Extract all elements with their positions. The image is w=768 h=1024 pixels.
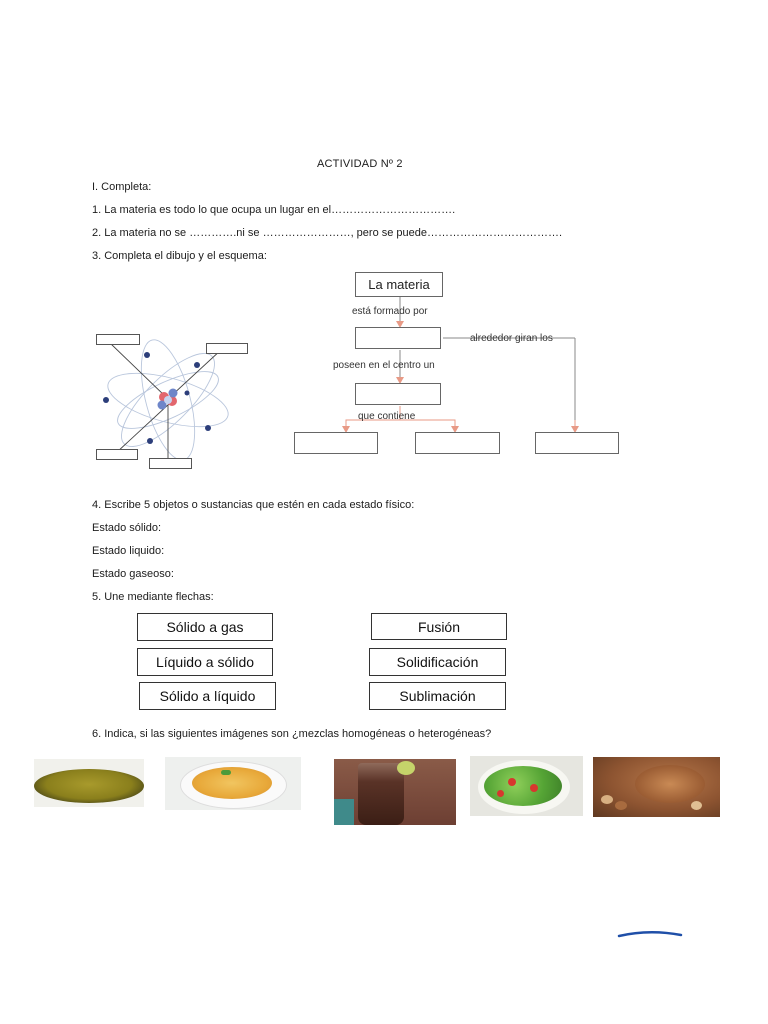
state-liquid-label: Estado liquido: [92,545,165,557]
electrons [103,352,211,444]
scheme-blank-box[interactable] [355,327,441,349]
salad-photo [470,756,583,816]
label-pointer-line [109,342,167,398]
state-solid-label: Estado sólido: [92,522,162,534]
match-left-item[interactable]: Líquido a sólido [137,648,273,676]
noodle-soup-photo [165,757,301,810]
atom-label-box-top-right[interactable] [206,343,248,354]
soup-photo [34,759,144,807]
activity-title: ACTIVIDAD Nº 2 [317,158,403,170]
atom-label-box-top-left[interactable] [96,334,140,345]
scheme-label-contains: que contiene [358,411,416,422]
nucleus [157,388,178,410]
section-heading: I. Completa: [92,181,152,193]
atom-label-box-bottom[interactable] [149,458,192,469]
nuts-photo [593,757,720,817]
state-gas-label: Estado gaseoso: [92,568,174,580]
chocolate-drink-photo [334,759,456,825]
question-3: 3. Completa el dibujo y el esquema: [92,250,267,262]
scheme-label-center: poseen en el centro un [333,360,435,371]
question-5: 5. Une mediante flechas: [92,591,214,603]
atom-label-box-bottom-left[interactable] [96,449,138,460]
scheme-blank-box[interactable] [415,432,500,454]
scheme-label-formed: está formado por [352,306,428,317]
match-right-item[interactable]: Fusión [371,613,507,640]
question-6: 6. Indica, si las siguientes imágenes so… [92,728,492,740]
scheme-blank-box[interactable] [294,432,378,454]
scheme-blank-box[interactable] [535,432,619,454]
match-left-item[interactable]: Sólido a gas [137,613,273,641]
scheme-connectors [342,296,579,433]
match-right-item[interactable]: Sublimación [369,682,506,710]
scheme-root-box: La materia [355,272,443,297]
pen-mark [617,931,683,938]
atom-illustration [103,339,229,463]
match-right-item[interactable]: Solidificación [369,648,506,676]
question-2: 2. La materia no se ………….ni se ……………………,… [92,227,563,239]
match-left-item[interactable]: Sólido a líquido [139,682,276,710]
label-pointer-line [169,348,223,398]
scheme-blank-box[interactable] [355,383,441,405]
label-pointer-line [115,402,171,454]
question-1: 1. La materia es todo lo que ocupa un lu… [92,204,456,216]
scheme-label-around: alrededor giran los [470,333,553,344]
question-4: 4. Escribe 5 objetos o sustancias que es… [92,499,415,511]
